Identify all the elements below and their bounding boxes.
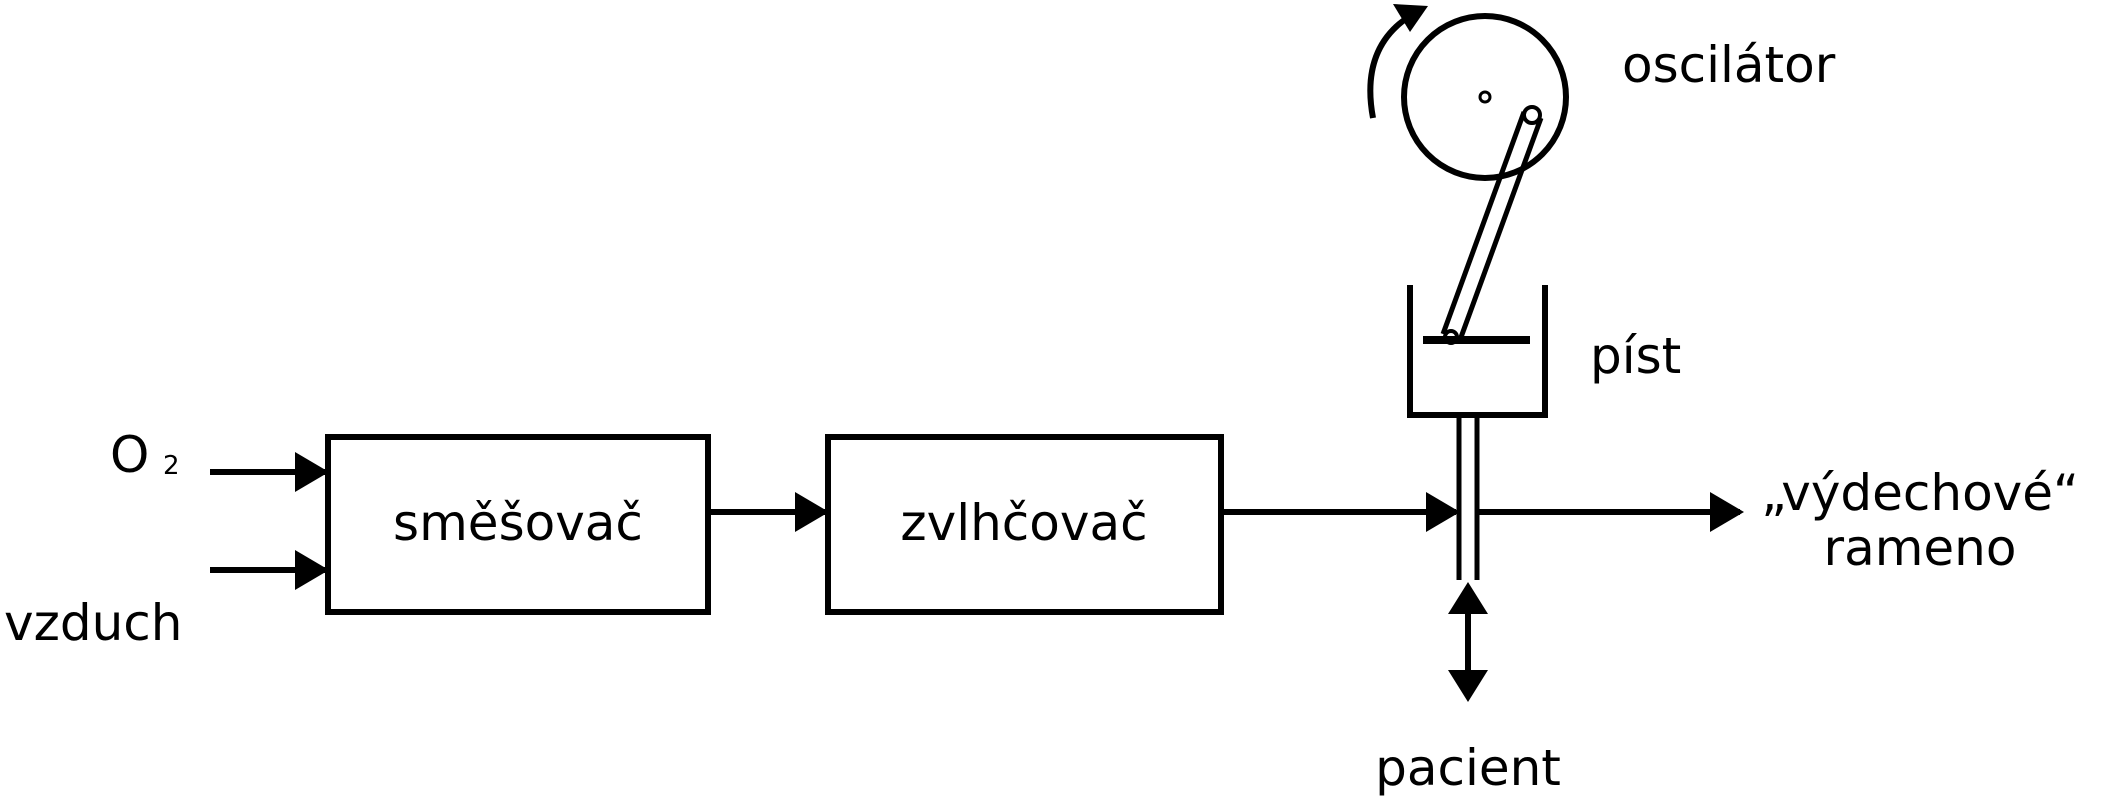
connecting-rod — [1440, 105, 1544, 345]
oscillator-wheel — [1401, 13, 1569, 181]
rotation-arrow-icon — [1367, 4, 1428, 119]
oscillator-axle — [1478, 90, 1492, 104]
oxygen-label: O 2 — [110, 426, 180, 484]
oxygen-subscript: 2 — [163, 451, 180, 481]
oxygen-label-text: O — [110, 426, 149, 484]
humidifier-label: zvlhčovač — [900, 494, 1147, 552]
air-label: vzduch — [4, 594, 182, 652]
patient-double-arrow — [1448, 582, 1488, 702]
expiratory-limb-label-line2: rameno — [1824, 519, 2017, 577]
expiratory-limb-label-line1: „výdechové“ — [1761, 464, 2079, 522]
humidifier-block — [825, 434, 1224, 615]
oscillator-label: oscilátor — [1622, 36, 1836, 94]
patient-label: pacient — [1375, 739, 1561, 797]
piston-cylinder — [1407, 285, 1548, 418]
piston-label: píst — [1590, 327, 1681, 385]
mixer-block — [325, 434, 711, 615]
mixer-label: směšovač — [393, 494, 643, 552]
